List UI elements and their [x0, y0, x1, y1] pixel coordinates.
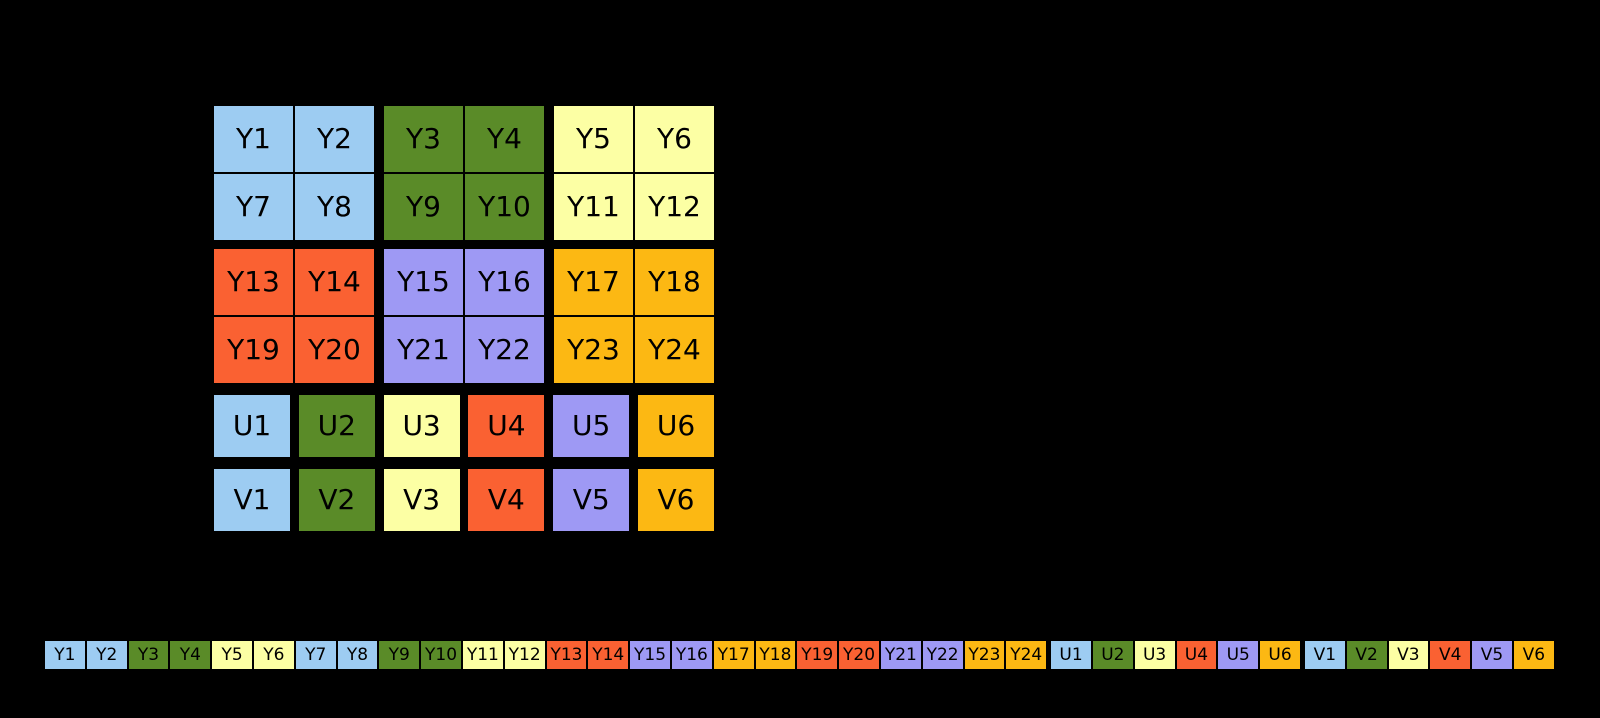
grid-cell-y19: Y19 — [214, 317, 293, 383]
grid-cell-y17: Y17 — [554, 249, 633, 315]
grid-cell-y6: Y6 — [635, 106, 714, 172]
memory-cell-y19: Y19 — [797, 641, 838, 669]
grid-cell-y24: Y24 — [635, 317, 714, 383]
memory-cell-y3: Y3 — [128, 641, 169, 669]
grid-cell-y7: Y7 — [214, 174, 293, 240]
grid-cell-y14: Y14 — [295, 249, 374, 315]
memory-cell-y18: Y18 — [755, 641, 796, 669]
memory-cell-v1: V1 — [1304, 641, 1345, 669]
memory-cell-y11: Y11 — [462, 641, 503, 669]
grid-cell-y4: Y4 — [465, 106, 544, 172]
memory-cell-y12: Y12 — [504, 641, 545, 669]
memory-cell-y16: Y16 — [671, 641, 712, 669]
memory-cell-y7: Y7 — [295, 641, 336, 669]
memory-cell-y23: Y23 — [964, 641, 1005, 669]
grid-cell-u6: U6 — [635, 393, 716, 459]
grid-cell-y20: Y20 — [295, 317, 374, 383]
memory-cell-y10: Y10 — [421, 641, 461, 669]
memory-cell-v6: V6 — [1513, 641, 1554, 669]
grid-cell-u1: U1 — [212, 393, 292, 459]
memory-cell-y6: Y6 — [253, 641, 294, 669]
grid-cell-y9: Y9 — [384, 174, 463, 240]
grid-cell-y22: Y22 — [465, 317, 544, 383]
grid-cell-u4: U4 — [466, 393, 547, 459]
memory-cell-y1: Y1 — [45, 641, 85, 669]
memory-cell-u6: U6 — [1260, 641, 1300, 669]
memory-cell-y21: Y21 — [880, 641, 921, 669]
grid-cell-y5: Y5 — [554, 106, 633, 172]
memory-cell-y9: Y9 — [379, 641, 420, 669]
memory-cell-y5: Y5 — [212, 641, 252, 669]
memory-cell-v3: V3 — [1388, 641, 1429, 669]
memory-cell-y24: Y24 — [1006, 641, 1047, 669]
grid-cell-v4: V4 — [466, 467, 547, 533]
memory-cell-y8: Y8 — [337, 641, 378, 669]
memory-cell-y22: Y22 — [922, 641, 963, 669]
memory-cell-y2: Y2 — [86, 641, 127, 669]
memory-cell-v4: V4 — [1430, 641, 1471, 669]
memory-cell-y13: Y13 — [546, 641, 587, 669]
grid-cell-y18: Y18 — [635, 249, 714, 315]
grid-cell-y3: Y3 — [384, 106, 463, 172]
grid-cell-v1: V1 — [212, 467, 292, 533]
grid-cell-y15: Y15 — [384, 249, 463, 315]
grid-cell-v3: V3 — [381, 467, 462, 533]
memory-cell-y15: Y15 — [630, 641, 670, 669]
memory-cell-u3: U3 — [1134, 641, 1175, 669]
grid-cell-y10: Y10 — [465, 174, 544, 240]
grid-cell-y12: Y12 — [635, 174, 714, 240]
grid-cell-u5: U5 — [551, 393, 632, 459]
memory-cell-y17: Y17 — [713, 641, 754, 669]
grid-cell-y16: Y16 — [465, 249, 544, 315]
memory-cell-y4: Y4 — [170, 641, 211, 669]
memory-cell-v2: V2 — [1346, 641, 1387, 669]
memory-cell-v5: V5 — [1472, 641, 1512, 669]
memory-cell-u2: U2 — [1092, 641, 1133, 669]
memory-cell-u5: U5 — [1218, 641, 1259, 669]
grid-cell-y21: Y21 — [384, 317, 463, 383]
grid-cell-y11: Y11 — [554, 174, 633, 240]
grid-cell-y8: Y8 — [295, 174, 374, 240]
memory-cell-u1: U1 — [1051, 641, 1091, 669]
grid-cell-v5: V5 — [551, 467, 632, 533]
grid-cell-u2: U2 — [296, 393, 377, 459]
grid-cell-v2: V2 — [296, 467, 377, 533]
grid-cell-y2: Y2 — [295, 106, 374, 172]
grid-cell-y1: Y1 — [214, 106, 293, 172]
memory-cell-y20: Y20 — [839, 641, 879, 669]
grid-cell-y13: Y13 — [214, 249, 293, 315]
memory-cell-u4: U4 — [1176, 641, 1217, 669]
memory-cell-y14: Y14 — [588, 641, 629, 669]
grid-cell-v6: V6 — [635, 467, 716, 533]
grid-cell-y23: Y23 — [554, 317, 633, 383]
grid-cell-u3: U3 — [381, 393, 462, 459]
